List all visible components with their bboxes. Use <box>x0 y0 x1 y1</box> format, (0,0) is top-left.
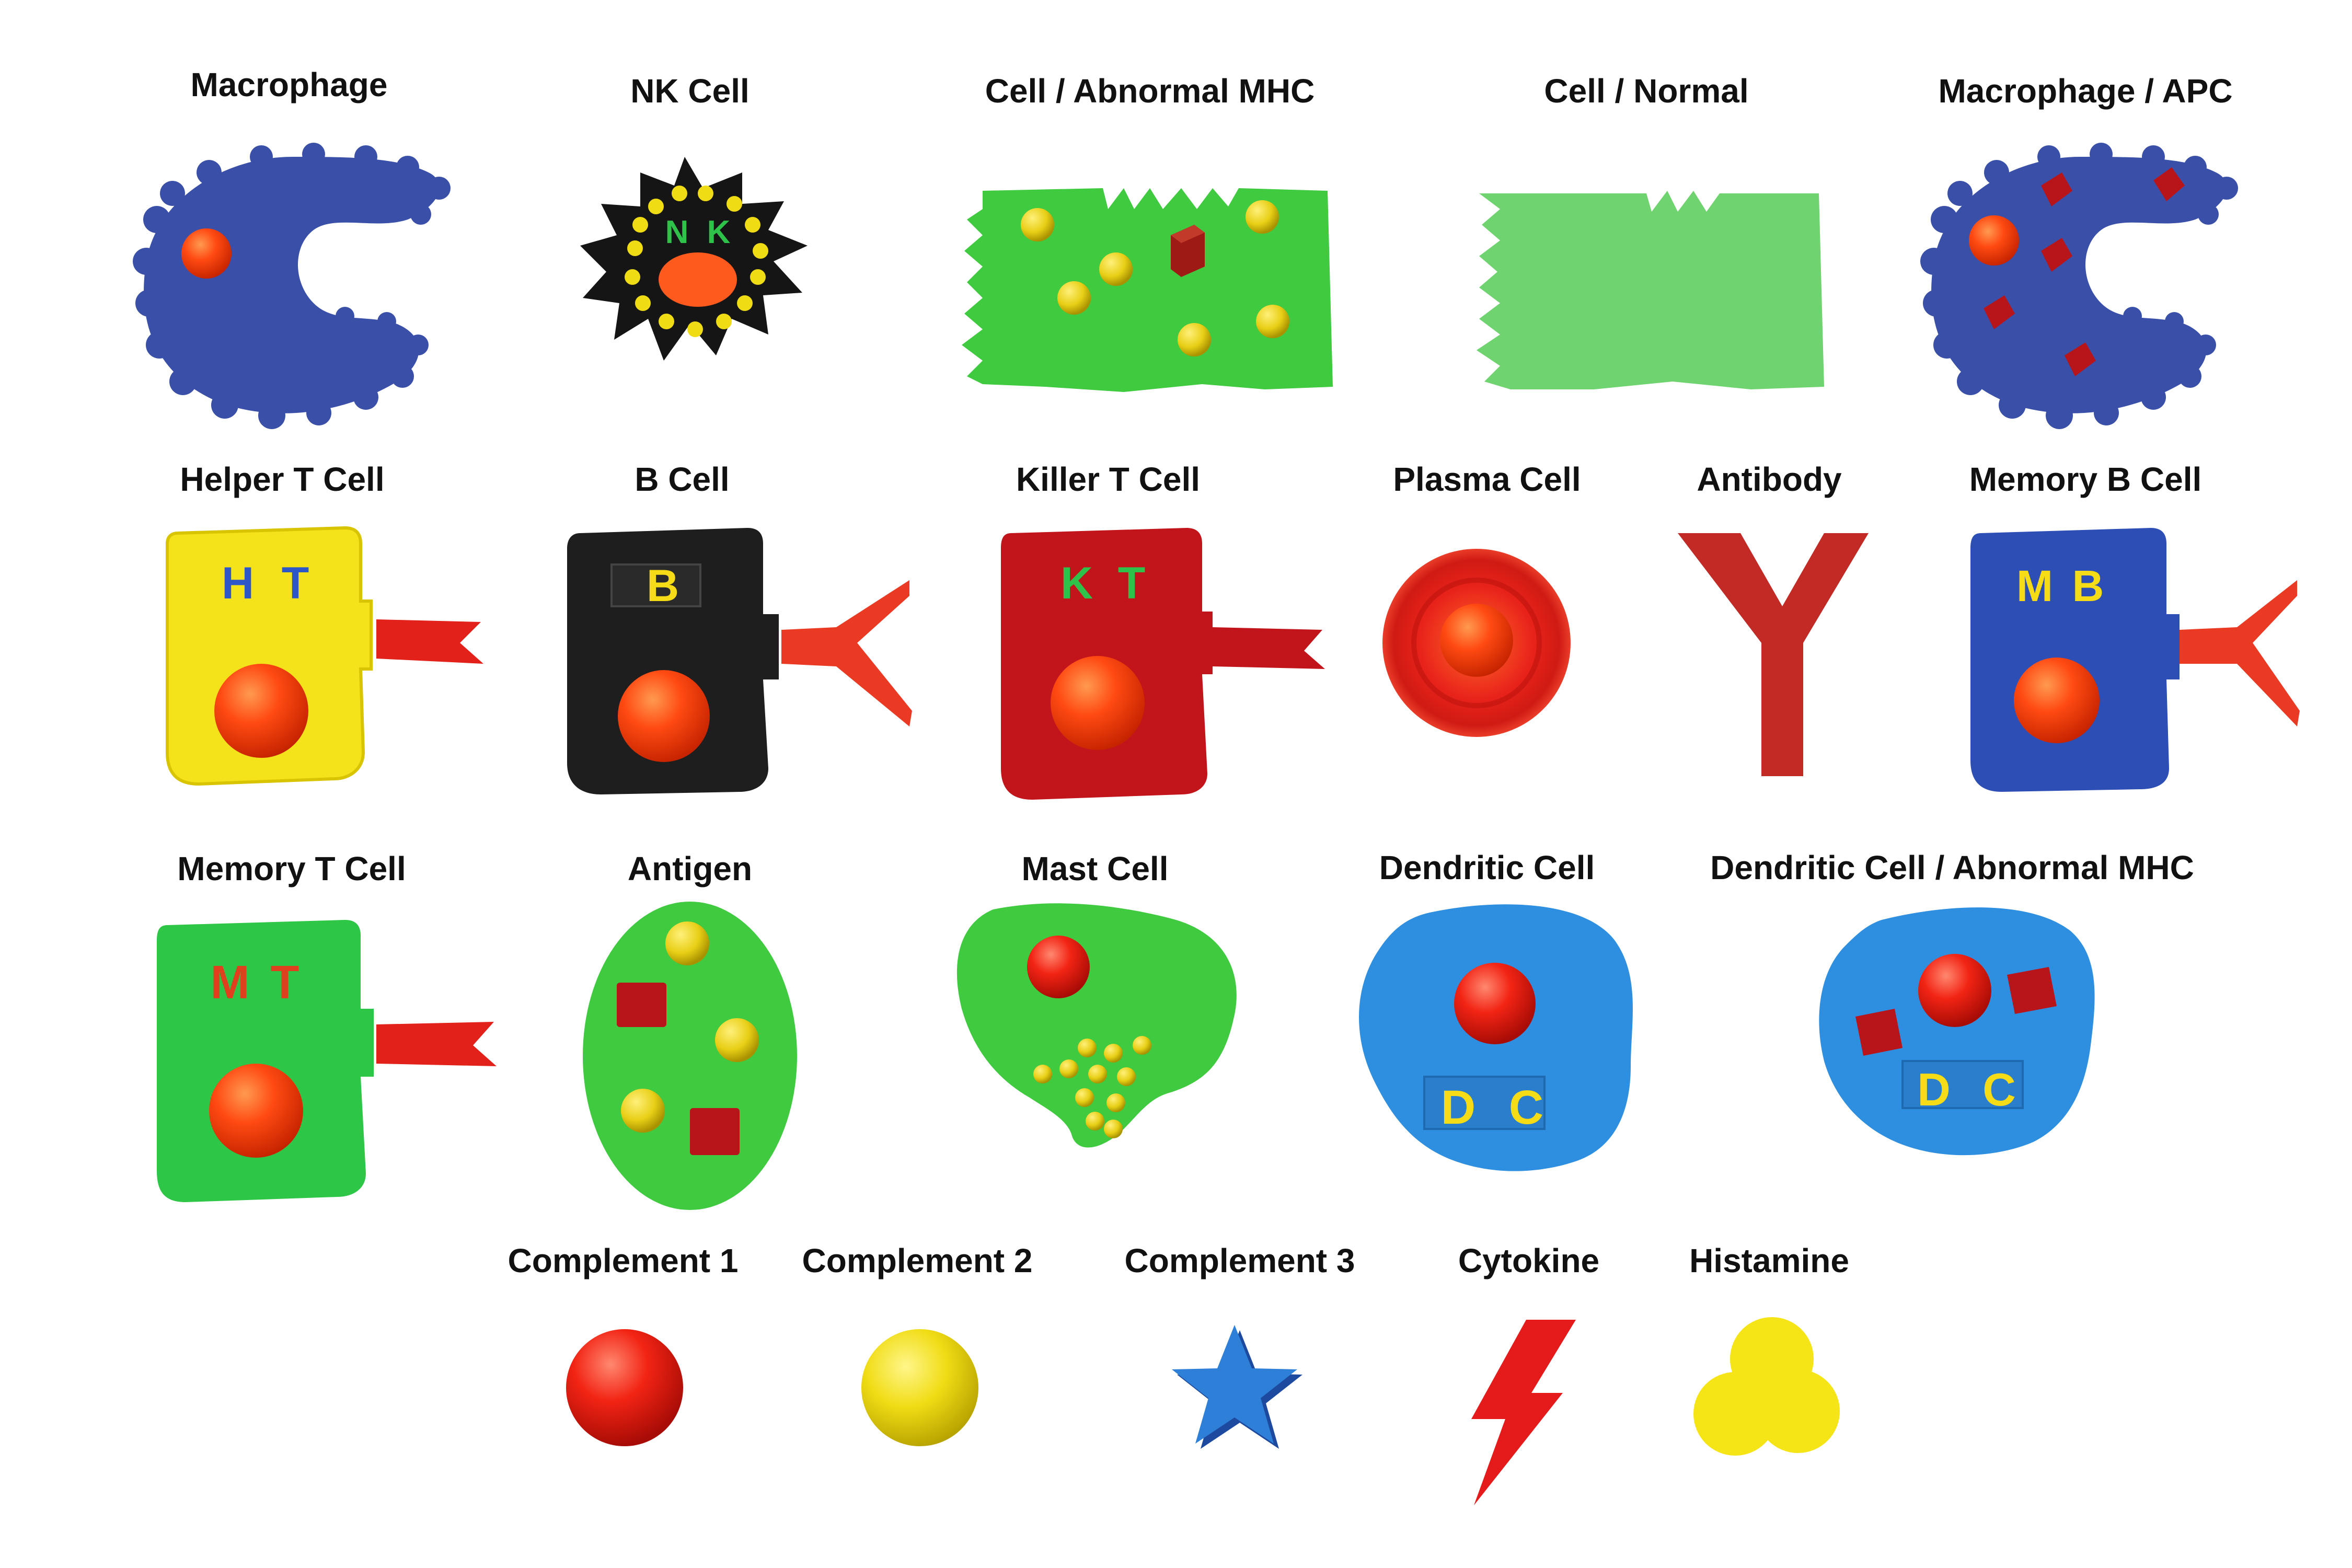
label-antigen: Antigen <box>627 850 753 887</box>
label-complement-1: Complement 1 <box>508 1242 739 1279</box>
label-cell-abnormal-mhc: Cell / Abnormal MHC <box>985 72 1315 110</box>
dc-letter-c: C <box>1509 1081 1543 1134</box>
label-cell-normal: Cell / Normal <box>1544 72 1749 110</box>
cell-abnormal-mhc-piece <box>962 188 1333 392</box>
nk-letter-k: K <box>707 214 731 250</box>
label-nk-cell: NK Cell <box>630 72 750 110</box>
label-antibody: Antibody <box>1697 460 1842 498</box>
dendritic-cell-abnormal-mhc-piece: D C <box>1819 907 2095 1156</box>
dc2-letter-c: C <box>1982 1064 2016 1115</box>
dendritic-cell-piece: D C <box>1359 904 1633 1171</box>
label-cytokine: Cytokine <box>1458 1242 1600 1279</box>
antibody-piece <box>1678 533 1869 776</box>
mt-letter-m: M <box>211 956 250 1009</box>
macrophage-piece <box>133 143 451 429</box>
mt-letter-t: T <box>271 956 299 1009</box>
kt-letter-k: K <box>1060 558 1093 608</box>
label-dendritic-cell: Dendritic Cell <box>1379 849 1595 886</box>
label-killer-t-cell: Killer T Cell <box>1016 460 1201 498</box>
mhc-cube <box>1171 225 1205 277</box>
b-letter-b: B <box>647 561 679 611</box>
ht-letter-t: T <box>282 558 309 608</box>
mast-cell-piece <box>956 903 1237 1148</box>
label-dendritic-cell-abnormal-mhc: Dendritic Cell / Abnormal MHC <box>1710 849 2194 886</box>
label-macrophage-apc: Macrophage / APC <box>1938 72 2233 110</box>
label-memory-t-cell: Memory T Cell <box>177 850 406 887</box>
label-memory-b-cell: Memory B Cell <box>1969 460 2202 498</box>
label-plasma-cell: Plasma Cell <box>1393 460 1581 498</box>
antigen-piece <box>583 902 797 1210</box>
kt-letter-t: T <box>1118 558 1146 608</box>
dc2-letter-d: D <box>1917 1064 1951 1115</box>
helper-t-cell-piece: H T <box>166 526 483 786</box>
memory-b-cell-piece: M B <box>1970 528 2300 792</box>
dc-letter-d: D <box>1441 1081 1475 1134</box>
cell-normal-piece <box>1477 191 1824 389</box>
killer-t-cell-piece: K T <box>1001 528 1325 800</box>
b-cell-piece: B <box>567 528 912 794</box>
label-histamine: Histamine <box>1689 1242 1849 1279</box>
complement-1-piece <box>566 1329 683 1446</box>
ht-letter-h: H <box>222 558 254 608</box>
label-b-cell: B Cell <box>635 460 730 498</box>
mb-letter-b: B <box>2072 561 2104 610</box>
label-complement-2: Complement 2 <box>802 1242 1033 1279</box>
complement-2-piece <box>861 1329 978 1446</box>
label-macrophage: Macrophage <box>190 66 388 103</box>
plasma-cell-piece <box>1382 549 1571 737</box>
cytokine-piece <box>1471 1320 1576 1505</box>
label-helper-t-cell: Helper T Cell <box>180 460 385 498</box>
label-mast-cell: Mast Cell <box>1021 850 1169 887</box>
memory-t-cell-piece: M T <box>157 920 497 1202</box>
nk-cell-piece: N K <box>580 157 808 361</box>
nk-letter-n: N <box>665 214 689 250</box>
mb-letter-m: M <box>2016 561 2053 610</box>
complement-3-piece <box>1172 1325 1302 1449</box>
label-complement-3: Complement 3 <box>1124 1242 1355 1279</box>
macrophage-apc-piece <box>1920 143 2238 429</box>
histamine-piece <box>1693 1317 1840 1456</box>
